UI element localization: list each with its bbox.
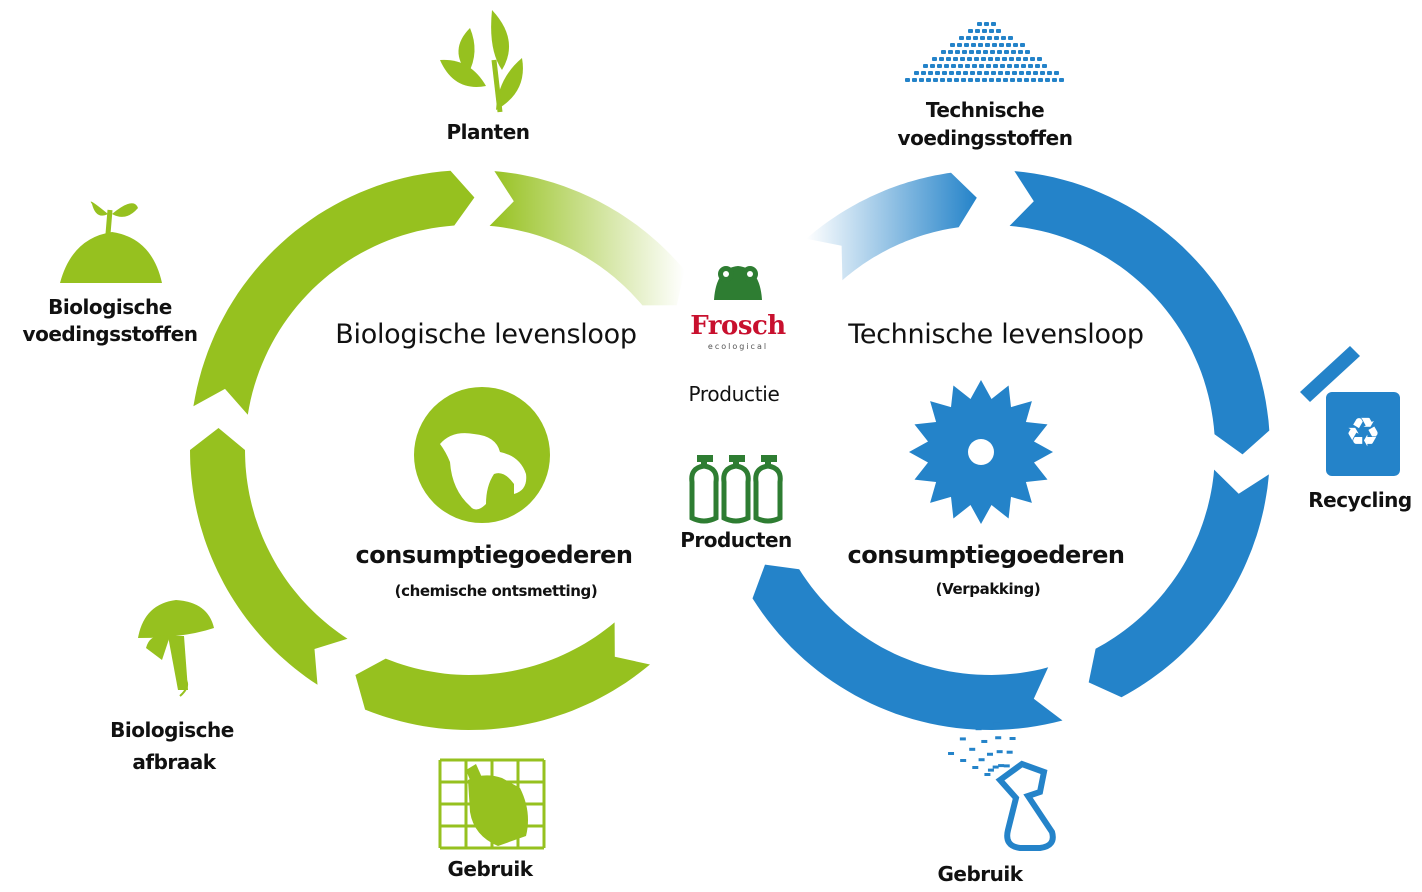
technical-ring-segment [806, 172, 977, 281]
node-bio-voedingsstoffen-line1: Biologische [48, 295, 172, 319]
technical-ring-segment [752, 564, 1063, 730]
spray-bottle-icon [948, 722, 1056, 851]
technical-goods-note: (Verpakking) [935, 580, 1041, 598]
node-tech-voedingsstoffen-line1: Technische [925, 98, 1045, 122]
products-label: Producten [680, 528, 792, 552]
technical-ring-segment [1088, 469, 1269, 698]
node-tech-voedingsstoffen-line2: voedingsstoffen [897, 126, 1073, 150]
technical-cycle-ring [752, 171, 1270, 730]
granules-icon [905, 22, 1064, 82]
recycling-bin-icon: ♻ [1300, 346, 1400, 476]
node-bio-voedingsstoffen-line2: voedingsstoffen [22, 322, 198, 346]
drop-icon [414, 387, 550, 523]
node-planten: Planten [446, 120, 530, 144]
biological-goods-label: consumptiegoederen [355, 541, 633, 569]
node-bio-afbraak-line2: afbraak [132, 750, 216, 774]
cleaning-glove-icon [438, 758, 546, 850]
node-tech-gebruik: Gebruik [937, 862, 1023, 886]
technical-goods-label: consumptiegoederen [847, 541, 1125, 569]
brand-logo-text: Frosch [690, 311, 786, 341]
biological-ring-segment [489, 171, 685, 306]
production-label: Productie [688, 382, 780, 406]
svg-text:♻: ♻ [1345, 410, 1381, 456]
biological-ring-segment [355, 622, 650, 730]
node-bio-afbraak-line1: Biologische [110, 718, 234, 742]
node-recycling: Recycling [1308, 488, 1412, 512]
gear-icon [909, 380, 1053, 524]
node-bio-gebruik: Gebruik [447, 857, 533, 881]
plant-icon [440, 10, 523, 113]
frog-logo-icon [714, 266, 762, 300]
technical-ring-segment [1009, 171, 1270, 455]
sprout-icon [60, 201, 162, 283]
biological-goods-note: (chemische ontsmetting) [394, 582, 598, 600]
biological-ring-segment [190, 428, 348, 685]
bottles-icon [689, 455, 783, 524]
brand-tagline: ecological [707, 342, 769, 351]
biological-cycle-ring [190, 170, 685, 730]
biological-cycle-title: Biologische levensloop [335, 319, 637, 350]
technical-cycle-title: Technische levensloop [848, 319, 1144, 350]
mushroom-icon [138, 600, 214, 697]
biological-ring-segment [193, 170, 475, 415]
